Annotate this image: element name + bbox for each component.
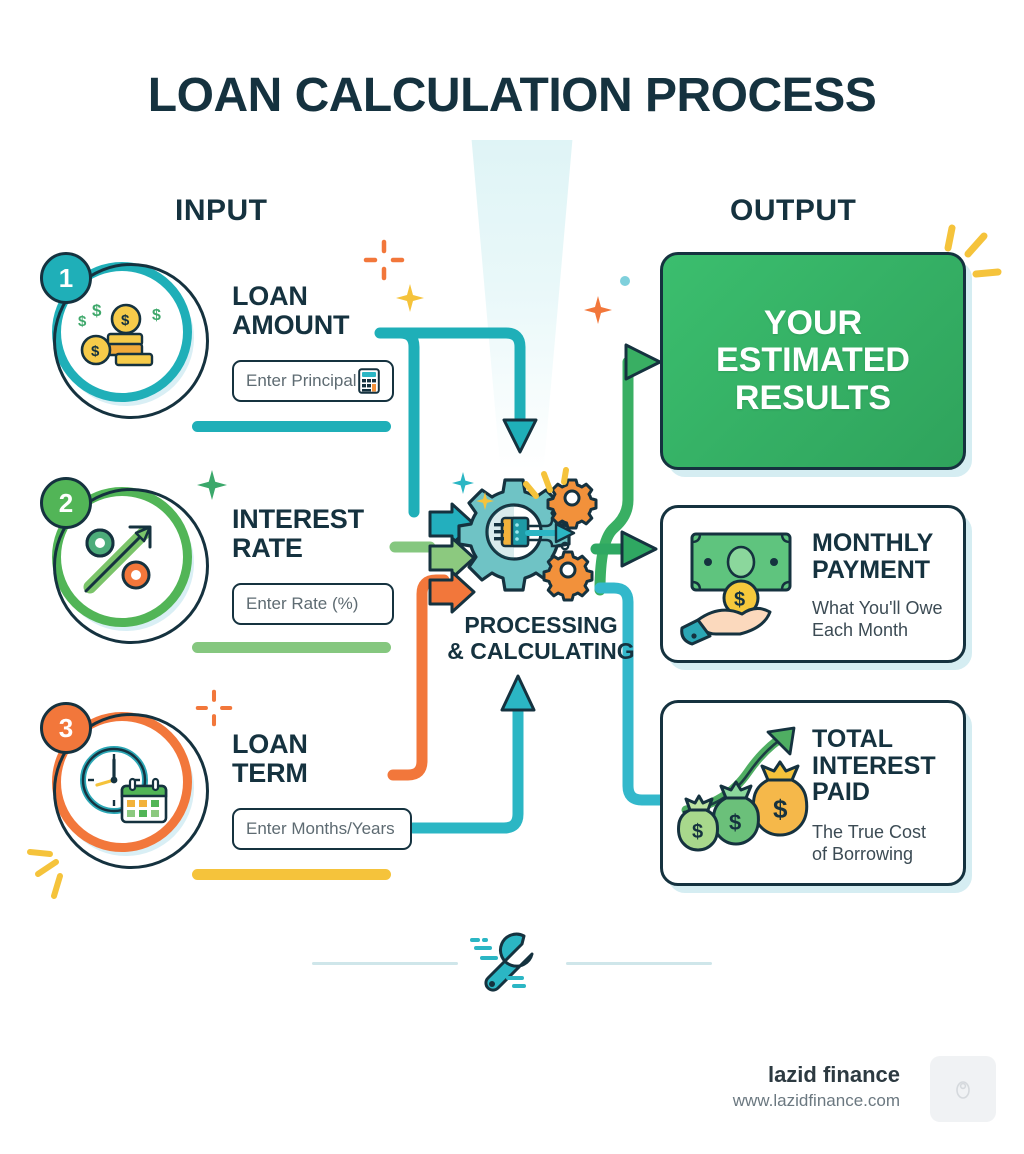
step-1-title-line2: AMOUNT [232,310,350,341]
svg-text:$: $ [152,307,161,324]
footer-divider-right [566,962,712,965]
processing-label: PROCESSING & CALCULATING [436,612,646,665]
svg-text:$: $ [692,821,703,843]
total-interest-title: TOTAL INTEREST PAID [812,726,936,806]
estimated-results-card[interactable]: YOUR ESTIMATED RESULTS [660,252,966,470]
step-3-title: LOAN TERM [232,729,308,789]
total-interest-subtitle: The True Cost of Borrowing [812,822,926,866]
step-2-ring-outline [53,488,209,644]
step-1-title-line1: LOAN [232,281,308,311]
sparkle-cross-orange-2-icon [195,689,233,727]
brand-block: lazid finance www.lazidfinance.com [733,1062,900,1111]
step-3-underline [192,869,391,880]
total-interest-sub-line2: of Borrowing [812,843,914,864]
processing-line2: & CALCULATING [447,638,635,665]
svg-text:$: $ [773,794,788,824]
input-column-header: INPUT [175,194,268,227]
step-3-title-line2: TERM [232,758,308,789]
monthly-payment-sub-line2: Each Month [812,619,909,640]
brand-name: lazid finance [767,1062,900,1087]
results-line2: ESTIMATED [716,341,910,380]
step-1-ring-outline [53,263,209,419]
monthly-payment-subtitle: What You'll Owe Each Month [812,598,943,642]
interest-rate-input[interactable]: Enter Rate (%) [232,583,394,625]
gears-chip-icon [457,467,598,602]
total-interest-title-line2: INTEREST [812,751,936,780]
step-2-underline [192,642,391,653]
total-interest-title-line1: TOTAL [812,725,894,753]
step-2-title-line2: RATE [232,533,303,564]
sparkle-star-yellow-small-icon [476,492,494,510]
sparkle-star-orange-icon [584,296,612,324]
step-2-title: INTEREST RATE [232,504,364,564]
total-interest-card[interactable] [660,700,966,886]
hand-holding-cash-icon: $ [680,532,792,646]
step-3-number-badge: 3 [40,702,92,754]
page-title: LOAN CALCULATION PROCESS [147,69,877,122]
step-3-ring-outline [53,713,209,869]
loan-amount-placeholder: Enter Principal [246,371,357,390]
monthly-payment-title: MONTHLY PAYMENT [812,530,933,583]
svg-text:$: $ [91,343,100,360]
watermark-chip [930,1056,996,1122]
monthly-payment-title-line2: PAYMENT [812,555,931,584]
step-2-title-line1: INTEREST [232,504,364,534]
sparkle-rays-yellow-right-icon [944,224,1002,278]
sparkle-star-teal-icon [452,472,474,494]
svg-text:$: $ [121,312,130,329]
results-line3: RESULTS [734,378,892,417]
step-1-number-badge: 1 [40,252,92,304]
sparkle-cross-orange-icon [363,239,405,281]
results-line1: YOUR [763,303,863,342]
loan-amount-input[interactable]: Enter Principal [232,360,394,402]
svg-text:$: $ [734,589,745,611]
step-2-number-badge: 2 [40,477,92,529]
processing-line1: PROCESSING [464,612,618,638]
interest-rate-placeholder: Enter Rate (%) [246,594,359,613]
loan-term-placeholder: Enter Months/Years [246,819,395,838]
money-bags-growth-icon: $ $ $ [677,726,809,852]
sparkle-star-green-icon [197,470,227,500]
loan-term-input[interactable]: Enter Months/Years [232,808,412,850]
step-1-underline [192,421,391,432]
dot-teal-decoration [620,276,630,286]
sparkle-star-yellow-icon [396,284,424,312]
footer-divider-left [312,962,458,965]
clock-calendar-icon [80,746,168,824]
step-1-title: LOAN AMOUNT [232,281,350,341]
brand-url: www.lazidfinance.com [732,1091,900,1110]
svg-text:$: $ [729,810,741,835]
svg-text:$: $ [78,313,87,330]
coins-stack-icon: $ $ $ $ $ [78,301,161,367]
output-column-header: OUTPUT [730,194,857,227]
step-3-title-line1: LOAN [232,729,308,759]
total-interest-sub-line1: The True Cost [812,822,927,842]
percent-arrow-icon [83,525,152,594]
sparkle-rays-yellow-icon [27,849,63,899]
svg-text:$: $ [92,301,102,320]
total-interest-title-line3: PAID [812,778,870,806]
monthly-payment-title-line1: MONTHLY [812,529,934,557]
estimated-results-text: YOUR ESTIMATED RESULTS [716,303,910,417]
watermark-icon [956,1081,970,1099]
wrench-icon [470,932,534,992]
calculator-icon [358,368,380,394]
monthly-payment-sub-line1: What You'll Owe [812,598,943,618]
